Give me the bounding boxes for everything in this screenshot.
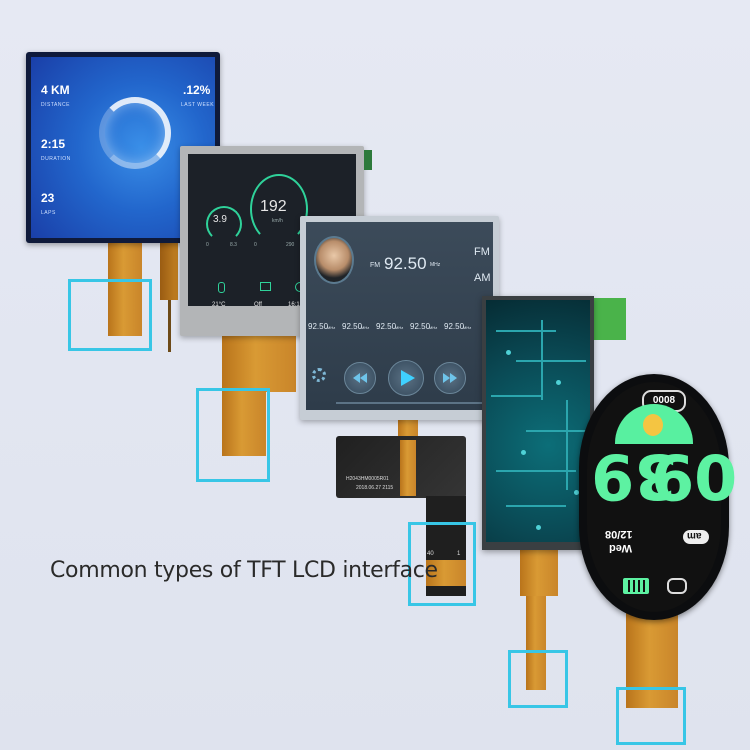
duration-label: DURATION — [41, 156, 71, 162]
center-gauge-value: 192 — [260, 198, 287, 215]
display4-pcb-tft — [482, 296, 594, 550]
laps-label: LAPS — [41, 210, 56, 216]
interface-highlight-3 — [408, 522, 476, 606]
thermometer-icon — [218, 282, 225, 293]
preset-3-unit: MHz — [395, 325, 404, 330]
display5-fpc — [626, 612, 678, 708]
display4-fpc — [520, 548, 558, 596]
avatar — [314, 236, 354, 284]
left-gauge-min: 0 — [206, 242, 209, 248]
pin-last-label: 1 — [457, 551, 461, 557]
distance-value: 4 KM — [41, 83, 70, 97]
preset-2-unit: MHz — [361, 325, 370, 330]
rewind-icon — [353, 373, 367, 383]
interface-highlight-2 — [196, 388, 270, 482]
battery-icon — [623, 578, 649, 594]
center-gauge — [250, 174, 308, 244]
pcb-trace — [526, 430, 586, 432]
status-text: Off — [254, 302, 262, 308]
caption-text: Common types of TFT LCD interface — [50, 558, 438, 583]
link-icon — [667, 578, 687, 594]
pcb-via — [536, 525, 541, 530]
display1-fpc-wire — [168, 300, 171, 352]
band-fm: FM — [474, 246, 490, 258]
rewind-button[interactable] — [344, 362, 376, 394]
display4-fpc-tail — [526, 596, 546, 690]
left-gauge-max: 8.3 — [230, 242, 237, 248]
pcb-trace — [516, 360, 586, 362]
left-gauge-value: 3.9 — [213, 214, 227, 225]
pcb-trace — [506, 505, 566, 507]
play-icon — [401, 370, 415, 386]
fpc-code-text: H2043HM0005R01 — [346, 476, 389, 482]
settings-gear-icon[interactable] — [312, 368, 326, 382]
pcb-via — [521, 450, 526, 455]
pcb-trace — [496, 470, 576, 472]
time-text: 16:12 — [288, 302, 304, 308]
center-gauge-min: 0 — [254, 242, 257, 248]
display3-radio-tft: FM 92.50 MHz FM AM 92.50 MHz 92.50 MHz 9… — [300, 216, 499, 420]
preset-1-unit: MHz — [327, 325, 336, 330]
battery-icon — [260, 282, 271, 291]
station-frequency: 92.50 — [384, 254, 427, 273]
preset-5-unit: MHz — [463, 325, 472, 330]
pcb-via — [556, 380, 561, 385]
interface-highlight-5 — [616, 687, 686, 745]
interface-highlight-1 — [68, 279, 152, 351]
display5-round-watch-tft: 0008 09 39 am 12/08 Wed — [579, 374, 737, 620]
preset-2[interactable]: 92.50 — [342, 322, 363, 331]
hand-icon — [643, 414, 663, 436]
band-am: AM — [474, 272, 491, 284]
fpc-date-text: 2018.06.27 2115 — [356, 485, 394, 491]
pcb-trace — [491, 395, 541, 397]
pcb-trace — [566, 400, 568, 490]
play-button[interactable] — [388, 360, 424, 396]
display4-screen — [486, 300, 590, 542]
ampm-pill — [683, 530, 709, 544]
date-text: 12/08 — [605, 528, 633, 540]
progress-track[interactable] — [336, 402, 486, 404]
pcb-via — [574, 490, 579, 495]
preset-4[interactable]: 92.50 — [410, 322, 431, 331]
watch-minutes: 39 — [591, 440, 678, 513]
display2-fpc-tail — [222, 390, 266, 456]
preset-5[interactable]: 92.50 — [444, 322, 465, 331]
display1-fpc — [108, 240, 142, 336]
display4-connector-tab — [594, 298, 626, 340]
fast-forward-icon — [443, 373, 457, 383]
laps-value: 23 — [41, 191, 55, 205]
display3-pins — [426, 560, 466, 586]
pcb-trace — [541, 320, 543, 400]
interface-highlight-4 — [508, 650, 568, 708]
pin-first-label: 40 — [427, 551, 434, 557]
preset-1[interactable]: 92.50 — [308, 322, 329, 331]
pcb-via — [506, 350, 511, 355]
preset-row: 92.50 MHz 92.50 MHz 92.50 MHz 92.50 MHz … — [306, 322, 493, 336]
display3-screen: FM 92.50 MHz FM AM 92.50 MHz 92.50 MHz 9… — [306, 222, 493, 410]
ampm-text: am — [687, 530, 702, 541]
duration-value: 2:15 — [41, 137, 66, 151]
fast-forward-button[interactable] — [434, 362, 466, 394]
display2-connector-tab — [364, 150, 372, 170]
watch-screen: 0008 09 39 am 12/08 Wed — [587, 382, 737, 612]
distance-label: DISTANCE — [41, 102, 70, 108]
left-gauge — [206, 206, 242, 242]
progress-ring — [99, 97, 171, 169]
display1-fpc-side — [160, 240, 178, 300]
percent-value: .12% — [183, 83, 211, 97]
preset-4-unit: MHz — [429, 325, 438, 330]
display3-fpc-center — [400, 440, 416, 496]
display2-fpc — [222, 336, 296, 392]
center-gauge-unit: km/h — [272, 218, 283, 224]
percent-label: LAST WEEK — [181, 102, 215, 108]
preset-3[interactable]: 92.50 — [376, 322, 397, 331]
pcb-trace — [496, 330, 556, 332]
weekday-text: Wed — [609, 542, 633, 554]
station-unit: MHz — [430, 262, 441, 268]
band-small: FM — [370, 262, 381, 269]
temperature-text: 21°C — [212, 302, 226, 308]
center-gauge-max: 290 — [286, 242, 295, 248]
